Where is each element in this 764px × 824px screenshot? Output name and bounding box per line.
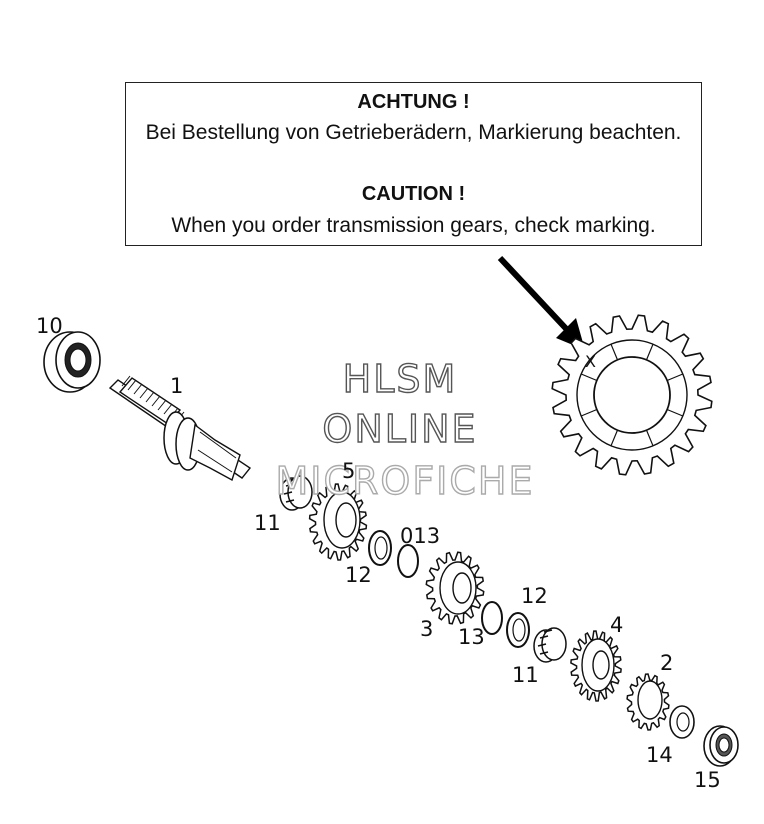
- main-shaft: [108, 375, 252, 482]
- notice-heading-en: CAUTION !: [361, 183, 466, 205]
- marked-gear-detail: X: [551, 314, 713, 476]
- gear-5: [308, 483, 368, 561]
- callout-washer-lower: 12: [521, 584, 548, 608]
- gear-2: [626, 673, 670, 731]
- caution-notice-box: ACHTUNG ! Bei Bestellung von Getrieberäd…: [125, 82, 702, 246]
- gear-4: [570, 630, 622, 702]
- watermark-line-2: ONLINE: [322, 407, 477, 451]
- notice-heading-de: ACHTUNG !: [357, 91, 470, 113]
- notice-text-en: When you order transmission gears, check…: [171, 214, 656, 237]
- callout-needle-bearing-upper: 11: [254, 511, 281, 535]
- splined-washer-lower: [506, 612, 530, 648]
- callout-needle-bearing-lower: 11: [512, 663, 539, 687]
- watermark-line-1: HLSM: [343, 357, 458, 401]
- callout-bearing-right: 15: [694, 768, 721, 792]
- callout-washer-upper: 12: [345, 563, 372, 587]
- notice-text-de: Bei Bestellung von Getrieberädern, Marki…: [145, 121, 682, 144]
- marking-arrow: [497, 255, 585, 350]
- thrust-washer: [669, 705, 695, 739]
- gear-3: [425, 551, 485, 625]
- callout-labels: 10 1 11 5 12 013 3 13 12 11 4 2 14 15: [36, 314, 721, 792]
- marking-x-symbol: X: [585, 352, 596, 371]
- needle-bearing-lower: [533, 627, 567, 663]
- callout-thrust-washer: 14: [646, 743, 673, 767]
- ball-bearing-left: [43, 331, 101, 393]
- callout-bearing-left: 10: [36, 314, 63, 338]
- circlip-lower: [481, 601, 503, 635]
- watermark-line-3: MICROFICHE: [275, 459, 534, 503]
- needle-bearing-upper: [279, 475, 313, 511]
- ball-bearing-right: [703, 725, 739, 767]
- callout-gear-2: 2: [660, 651, 673, 675]
- callout-circlip-lower: 13: [458, 625, 485, 649]
- callout-gear-5: 5: [342, 459, 355, 483]
- callout-gear-3: 3: [420, 617, 433, 641]
- splined-washer-upper: [368, 530, 392, 566]
- callout-main-shaft: 1: [170, 374, 183, 398]
- watermark: HLSM ONLINE MICROFICHE: [275, 356, 534, 503]
- callout-circlip-upper: 013: [400, 524, 440, 548]
- circlip-upper: [397, 544, 419, 578]
- callout-gear-4: 4: [610, 613, 623, 637]
